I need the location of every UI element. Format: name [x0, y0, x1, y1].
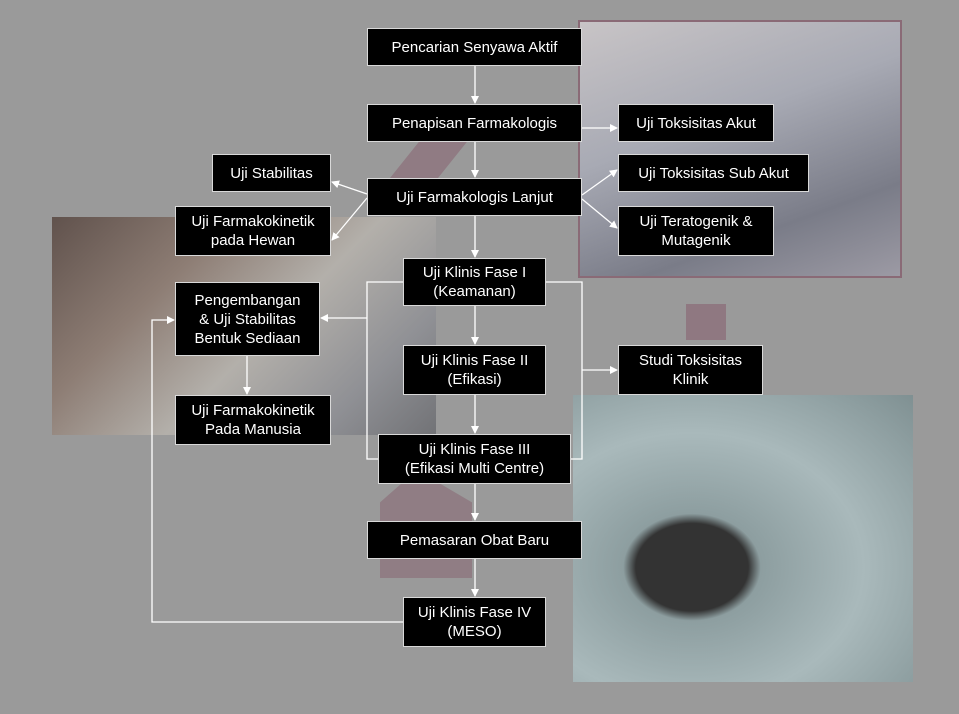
node-uji-klinis-fase-2: Uji Klinis Fase II (Efikasi)	[403, 345, 546, 395]
node-uji-klinis-fase-4: Uji Klinis Fase IV (MESO)	[403, 597, 546, 647]
connector-arrow	[151, 316, 403, 623]
connector-line	[546, 281, 583, 460]
node-studi-toksisitas-klinik: Studi Toksisitas Klinik	[618, 345, 763, 395]
background-molecule-image	[573, 395, 913, 682]
node-uji-stabilitas: Uji Stabilitas	[212, 154, 331, 192]
node-penapisan-farmakologis: Penapisan Farmakologis	[367, 104, 582, 142]
node-uji-teratogenik-mutagenik: Uji Teratogenik & Mutagenik	[618, 206, 774, 256]
node-pencarian-senyawa-aktif: Pencarian Senyawa Aktif	[367, 28, 582, 66]
connector-arrow	[331, 197, 368, 241]
node-uji-farmakokinetik-hewan: Uji Farmakokinetik pada Hewan	[175, 206, 331, 256]
connector-arrow	[581, 198, 618, 229]
node-pengembangan-bentuk-sediaan: Pengembangan & Uji Stabilitas Bentuk Sed…	[175, 282, 320, 356]
decorative-arrow-shape	[686, 304, 726, 340]
connector-line	[366, 281, 403, 460]
node-uji-toksisitas-sub-akut: Uji Toksisitas Sub Akut	[618, 154, 809, 192]
node-pemasaran-obat-baru: Pemasaran Obat Baru	[367, 521, 582, 559]
node-uji-farmakokinetik-manusia: Uji Farmakokinetik Pada Manusia	[175, 395, 331, 445]
node-uji-farmakologis-lanjut: Uji Farmakologis Lanjut	[367, 178, 582, 216]
node-uji-toksisitas-akut: Uji Toksisitas Akut	[618, 104, 774, 142]
connector-arrow	[331, 180, 368, 195]
connector-arrow	[581, 169, 618, 196]
node-uji-klinis-fase-1: Uji Klinis Fase I (Keamanan)	[403, 258, 546, 306]
node-uji-klinis-fase-3: Uji Klinis Fase III (Efikasi Multi Centr…	[378, 434, 571, 484]
